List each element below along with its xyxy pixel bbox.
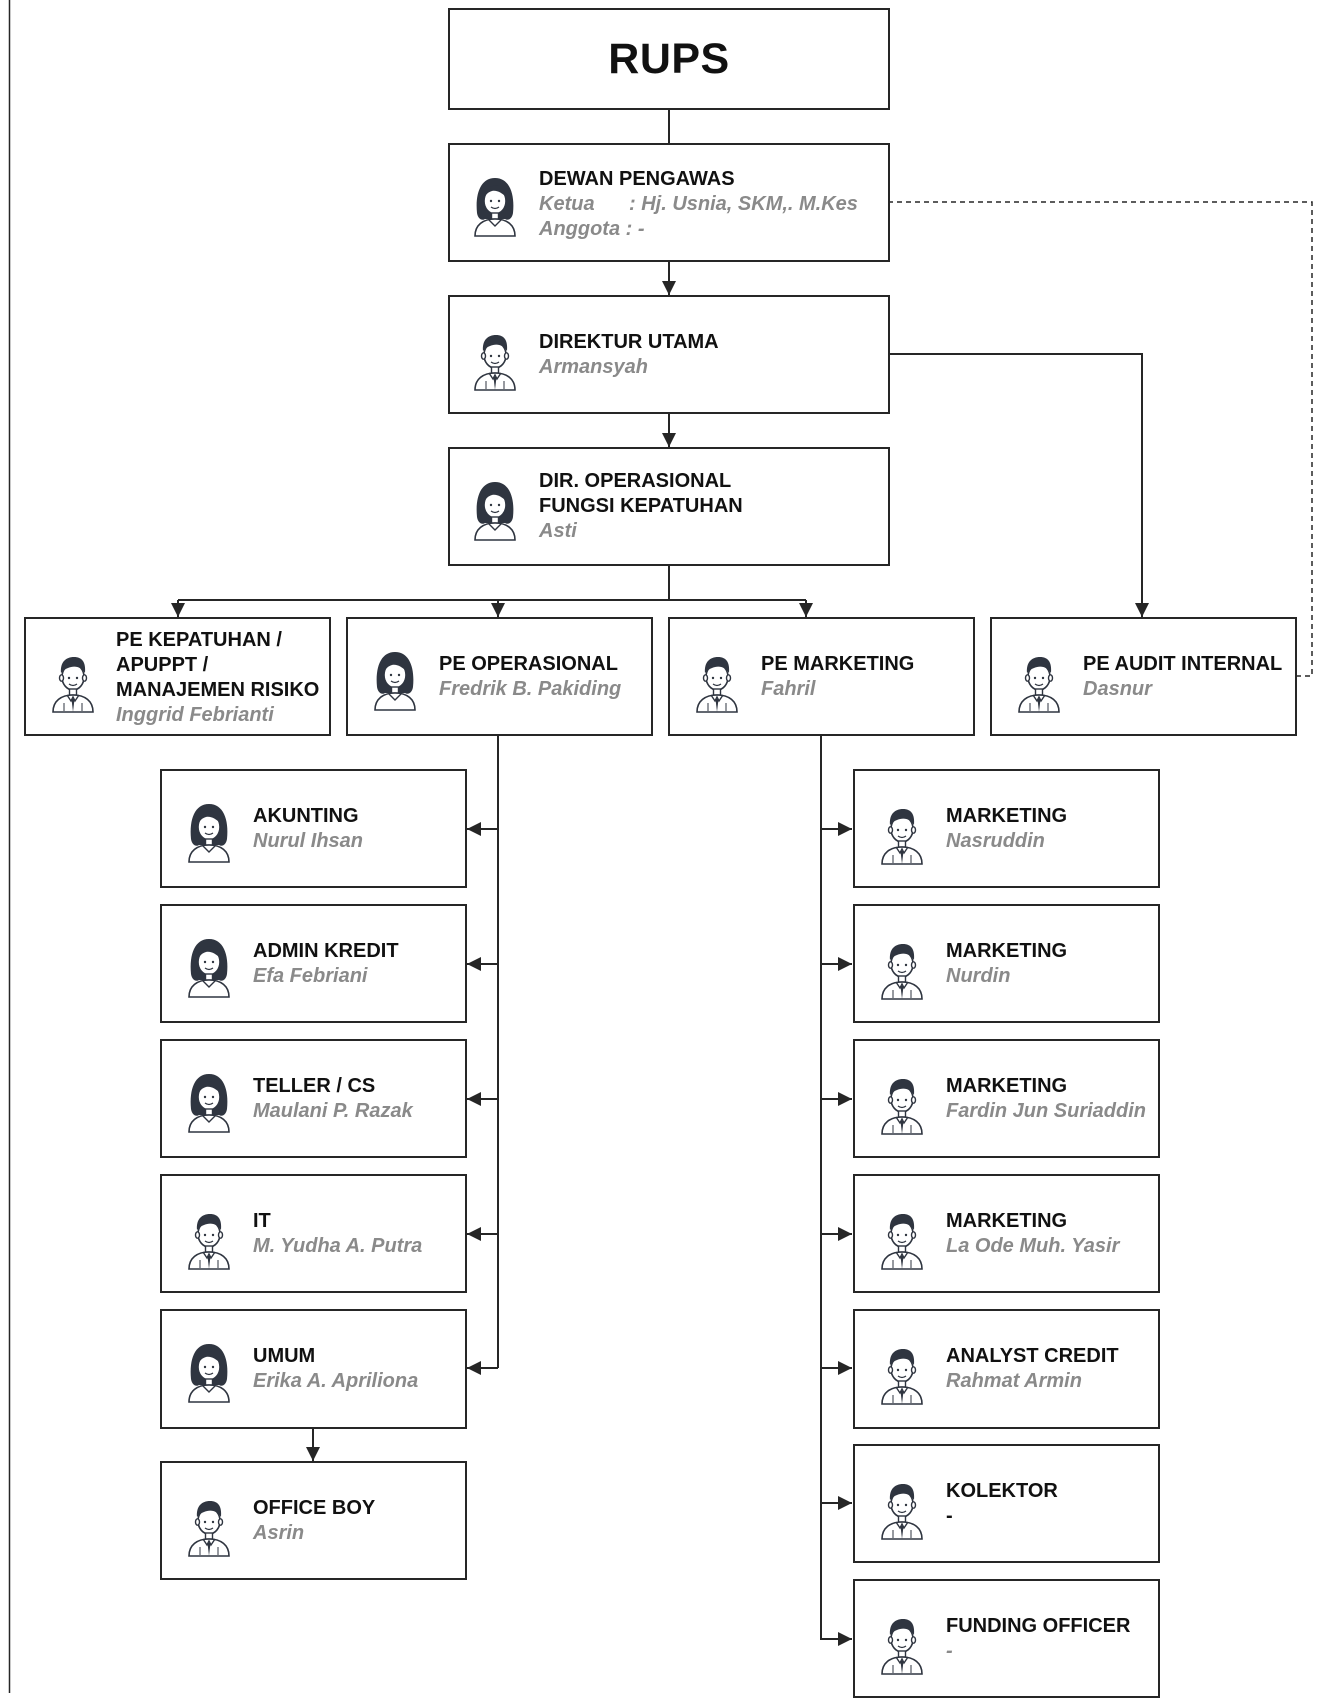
female-avatar-icon <box>472 477 518 541</box>
female-avatar-icon <box>186 934 232 998</box>
rups-title: RUPS <box>608 34 730 83</box>
male-avatar-icon <box>879 1071 925 1135</box>
male-avatar-icon <box>879 801 925 865</box>
dewan-pengawas-box: DEWAN PENGAWAS Ketua : Hj. Usnia, SKM,. M… <box>448 143 890 262</box>
female-avatar-icon <box>186 1339 232 1403</box>
staff-role: IT <box>253 1210 271 1232</box>
staff-name: Nurdin <box>946 965 1011 987</box>
male-avatar-icon <box>879 936 925 1000</box>
marketing-3-box: MARKETING Fardin Jun Suriaddin <box>853 1039 1160 1158</box>
staff-role: UMUM <box>253 1345 316 1367</box>
anggota-value: : - <box>625 218 645 240</box>
male-avatar-icon <box>879 1611 925 1675</box>
male-avatar-icon <box>694 649 740 713</box>
pe-marketing-name: Fahril <box>761 678 816 700</box>
pe-kepatuhan-box: PE KEPATUHAN / APUPPT / MANAJEMEN RISIKO… <box>24 617 331 736</box>
male-avatar-icon <box>50 649 96 713</box>
direktur-utama-box: DIREKTUR UTAMA Armansyah <box>448 295 890 414</box>
staff-role: KOLEKTOR <box>946 1480 1058 1502</box>
female-avatar-icon <box>186 799 232 863</box>
staff-role: TELLER / CS <box>253 1075 376 1097</box>
male-avatar-icon <box>879 1341 925 1405</box>
staff-name: Rahmat Armin <box>946 1370 1082 1392</box>
male-avatar-icon <box>1016 649 1062 713</box>
kolektor-box: KOLEKTOR - <box>853 1444 1160 1563</box>
direktur-utama-name: Armansyah <box>539 356 648 378</box>
staff-name: M. Yudha A. Putra <box>253 1235 423 1257</box>
staff-role: AKUNTING <box>253 805 359 827</box>
staff-role: ADMIN KREDIT <box>253 940 399 962</box>
marketing-4-box: MARKETING La Ode Muh. Yasir <box>853 1174 1160 1293</box>
admin-kredit-box: ADMIN KREDIT Efa Febriani <box>160 904 467 1023</box>
staff-role: FUNDING OFFICER <box>946 1615 1131 1637</box>
office-boy-name: Asrin <box>253 1522 305 1544</box>
dashed-dewan-to-audit <box>888 201 1313 677</box>
anggota-label: Anggota <box>539 218 621 240</box>
pe-kepatuhan-role-1: PE KEPATUHAN / <box>116 629 282 651</box>
pe-marketing-role: PE MARKETING <box>761 653 915 675</box>
dir-operasional-role-1: DIR. OPERASIONAL <box>539 470 732 492</box>
male-avatar-icon <box>879 1206 925 1270</box>
dir-operasional-role-2: FUNGSI KEPATUHAN <box>539 495 743 517</box>
pe-operasional-name: Fredrik B. Pakiding <box>439 678 622 700</box>
staff-name: Maulani P. Razak <box>253 1100 413 1122</box>
marketing-2-box: MARKETING Nurdin <box>853 904 1160 1023</box>
staff-role: MARKETING <box>946 1075 1068 1097</box>
staff-role: MARKETING <box>946 1210 1068 1232</box>
male-avatar-icon <box>186 1493 232 1557</box>
ketua-value: : Hj. Usnia, SKM,. M.Kes <box>629 193 858 215</box>
teller-cs-box: TELLER / CS Maulani P. Razak <box>160 1039 467 1158</box>
staff-role: MARKETING <box>946 940 1068 962</box>
staff-name: Fardin Jun Suriaddin <box>946 1100 1147 1122</box>
pe-operasional-box: PE OPERASIONAL Fredrik B. Pakiding <box>346 617 653 736</box>
direktur-utama-role: DIREKTUR UTAMA <box>539 331 719 353</box>
ketua-label: Ketua <box>539 193 595 215</box>
dir-operasional-name: Asti <box>539 520 577 542</box>
pe-kepatuhan-name: Inggrid Febrianti <box>116 704 274 726</box>
staff-name: - <box>946 1640 953 1662</box>
staff-name: La Ode Muh. Yasir <box>946 1235 1120 1257</box>
analyst-credit-box: ANALYST CREDIT Rahmat Armin <box>853 1309 1160 1429</box>
rups-box: RUPS <box>448 8 890 110</box>
male-avatar-icon <box>879 1476 925 1540</box>
male-avatar-icon <box>186 1206 232 1270</box>
it-box: IT M. Yudha A. Putra <box>160 1174 467 1293</box>
female-avatar-icon <box>372 647 418 711</box>
pe-audit-name: Dasnur <box>1083 678 1152 700</box>
dewan-role: DEWAN PENGAWAS <box>539 168 735 190</box>
pe-kepatuhan-role-2: APUPPT / <box>116 654 209 676</box>
pe-operasional-role: PE OPERASIONAL <box>439 653 618 675</box>
akunting-box: AKUNTING Nurul Ihsan <box>160 769 467 888</box>
staff-role: ANALYST CREDIT <box>946 1345 1119 1367</box>
arrow-direktur-to-audit <box>888 353 1149 617</box>
umum-box: UMUM Erika A. Apriliona <box>160 1309 467 1429</box>
staff-role: MARKETING <box>946 805 1068 827</box>
male-avatar-icon <box>472 327 518 391</box>
staff-name: Efa Febriani <box>253 965 368 987</box>
pe-audit-role: PE AUDIT INTERNAL <box>1083 653 1283 675</box>
pe-marketing-box: PE MARKETING Fahril <box>668 617 975 736</box>
marketing-1-box: MARKETING Nasruddin <box>853 769 1160 888</box>
female-avatar-icon <box>186 1069 232 1133</box>
pe-audit-box: PE AUDIT INTERNAL Dasnur <box>990 617 1297 736</box>
dir-operasional-box: DIR. OPERASIONAL FUNGSI KEPATUHAN Asti <box>448 447 890 566</box>
office-boy-role: OFFICE BOY <box>253 1497 376 1519</box>
pe-kepatuhan-role-3: MANAJEMEN RISIKO <box>116 679 320 701</box>
female-avatar-icon <box>472 173 518 237</box>
office-boy-box: OFFICE BOY Asrin <box>160 1461 467 1580</box>
staff-name: - <box>946 1505 953 1527</box>
staff-name: Erika A. Apriliona <box>253 1370 419 1392</box>
staff-name: Nasruddin <box>946 830 1045 852</box>
staff-name: Nurul Ihsan <box>253 830 364 852</box>
funding-officer-box: FUNDING OFFICER - <box>853 1579 1160 1698</box>
